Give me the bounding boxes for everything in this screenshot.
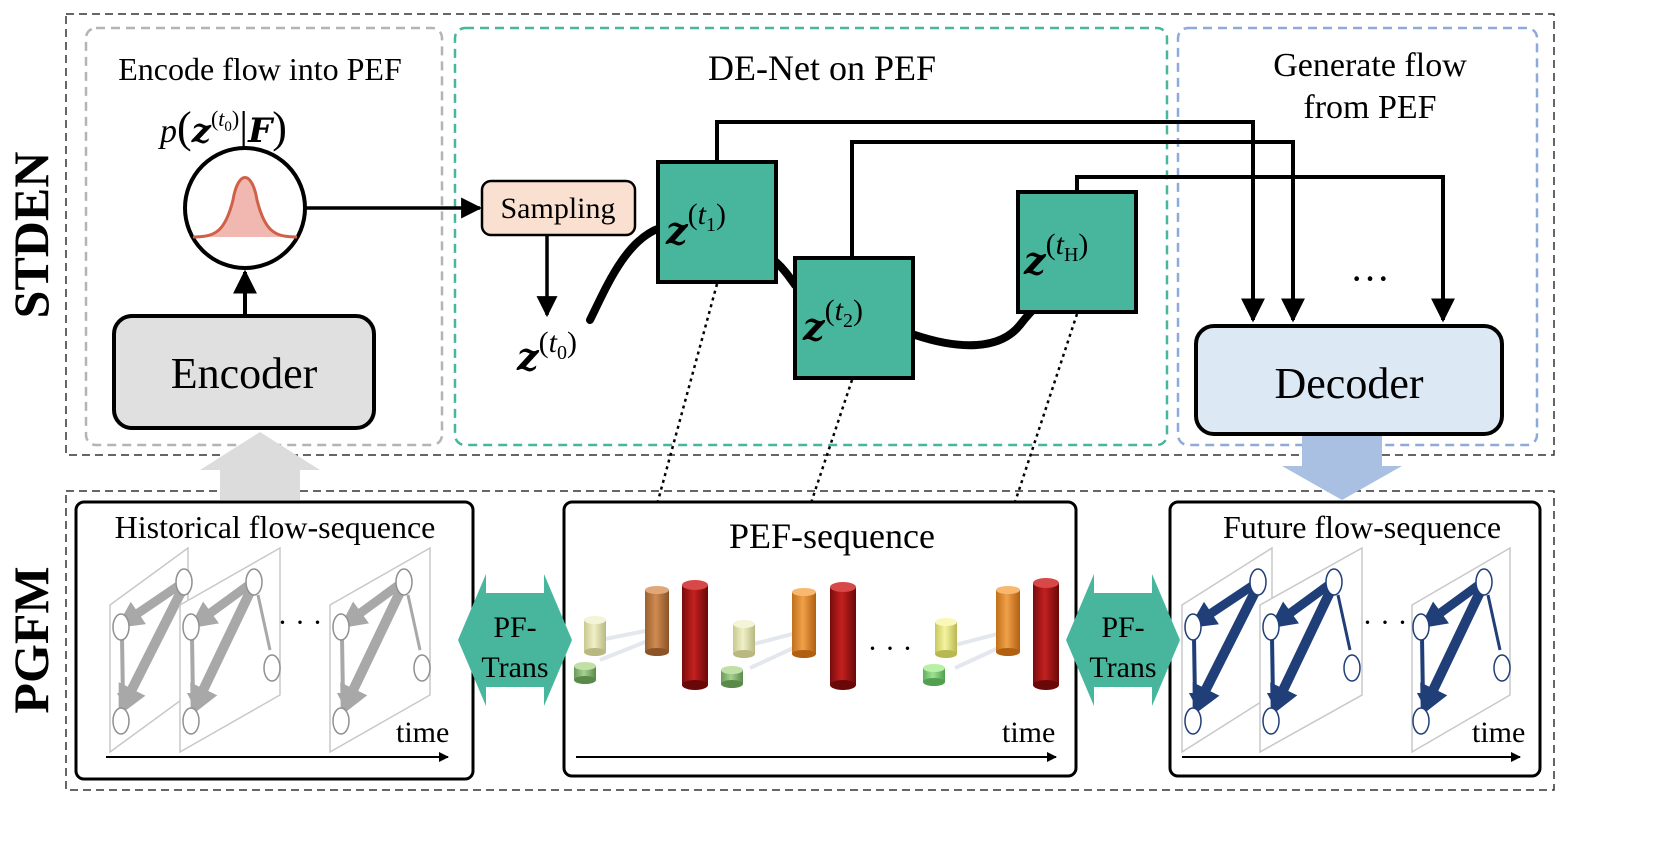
- z-t1-to-decoder-line: [715, 120, 1265, 323]
- denet-panel: [453, 26, 1169, 447]
- hist-dots: · · ·: [278, 606, 323, 639]
- z-tH-label: z(tH): [1023, 228, 1088, 283]
- sampling-box: [480, 179, 637, 237]
- future-panel-title: Future flow-sequence: [1223, 509, 1501, 545]
- generate-panel-title-line2: from PEF: [1303, 89, 1436, 126]
- stden-label: STDEN: [3, 152, 59, 319]
- pf-trans-left-line2: Trans: [481, 651, 548, 684]
- pf-trans-right-line2: Trans: [1089, 651, 1156, 684]
- pf-trans-left-arrow: [458, 574, 572, 706]
- z-t2-box: [793, 256, 915, 380]
- hist-frame-3: [329, 546, 431, 754]
- pef-cylinder-group-1: [574, 580, 708, 690]
- pgfm-frame: [65, 490, 1555, 791]
- encoder-box: [112, 314, 376, 430]
- pef-time-label: time: [1002, 716, 1055, 749]
- future-frame-3: [1411, 546, 1511, 754]
- hist-frame-2: [179, 546, 281, 754]
- generate-panel-title-line1: Generate flow: [1273, 47, 1467, 84]
- future-time-label: time: [1472, 716, 1525, 749]
- z-t1-box: [656, 160, 778, 284]
- z-tH-box: [1016, 190, 1138, 314]
- z-t2-label: z(t2): [802, 294, 863, 349]
- encode-panel-title: Encode flow into PEF: [118, 51, 402, 87]
- z-t1-label: z(t1): [665, 198, 726, 253]
- pf-trans-left-line1: PF-: [493, 611, 536, 644]
- pef-cylinder-group-3: [923, 578, 1059, 690]
- z-t2-to-decoder-line: [850, 140, 1305, 323]
- history-to-encoder-arrow: [200, 432, 320, 500]
- future-dots: · · ·: [1363, 606, 1408, 639]
- encode-formula: p(z(t0)|F): [158, 103, 287, 152]
- decoder-to-future-arrow: [1282, 436, 1402, 500]
- sampling-label: Sampling: [500, 192, 615, 225]
- stden-frame: [65, 13, 1555, 456]
- denet-panel-title: DE-Net on PEF: [708, 48, 936, 88]
- pf-trans-right-line1: PF-: [1101, 611, 1144, 644]
- hist-frame-1: [109, 546, 193, 754]
- pgfm-label: PGFM: [3, 566, 59, 713]
- pef-cylinder-group-2: [721, 582, 856, 690]
- pf-trans-right-arrow: [1066, 574, 1180, 706]
- decoder-box: [1194, 324, 1504, 436]
- decoder-label: Decoder: [1274, 359, 1423, 408]
- z-t0-label: z(t0): [516, 326, 577, 379]
- hist-panel-title: Historical flow-sequence: [115, 509, 436, 545]
- hist-time-label: time: [396, 716, 449, 749]
- gaussian-fill: [193, 177, 297, 237]
- generate-dots: ···: [1350, 256, 1390, 301]
- pef-panel-title: PEF-sequence: [729, 516, 935, 556]
- future-frame-2: [1259, 546, 1363, 754]
- gaussian-curve: [192, 176, 298, 239]
- pef-dots: · · ·: [868, 632, 913, 665]
- future-frame-1: [1181, 546, 1273, 754]
- z-tH-to-decoder-line: [1075, 175, 1455, 323]
- encoder-label: Encoder: [171, 349, 318, 398]
